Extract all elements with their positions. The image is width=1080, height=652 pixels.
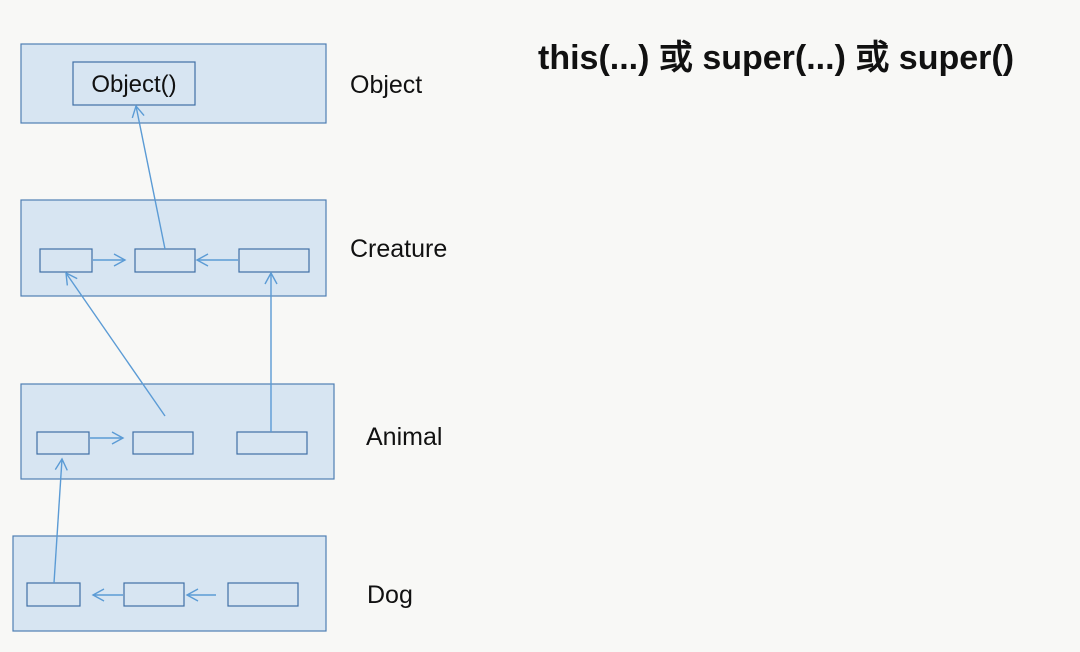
creature-layer-box <box>20 199 327 297</box>
dog-layer-label: Dog <box>367 581 413 609</box>
animal-constructor-2 <box>132 431 194 455</box>
arrow-creature-to-object <box>131 104 166 250</box>
object-layer-label: Object <box>350 71 423 99</box>
creature-layer-label: Creature <box>350 235 448 263</box>
animal-constructor-3 <box>236 431 308 455</box>
dog-constructor-3 <box>227 582 299 607</box>
arrow-animal-to-creature-1 <box>65 271 166 417</box>
dog-constructor-2 <box>123 582 185 607</box>
object-constructor-label: Object() <box>91 71 176 98</box>
dog-constructor-1 <box>26 582 81 607</box>
animal-layer-label: Animal <box>366 423 443 451</box>
arrow-dog-to-animal-1 <box>53 457 68 584</box>
slide-heading: this(...) 或 super(...) 或 super() <box>538 39 1015 77</box>
animal-constructor-1 <box>36 431 90 455</box>
creature-constructor-1 <box>39 248 93 273</box>
creature-constructor-2 <box>134 248 196 273</box>
creature-constructor-3 <box>238 248 310 273</box>
object-constructor-box <box>72 61 196 106</box>
